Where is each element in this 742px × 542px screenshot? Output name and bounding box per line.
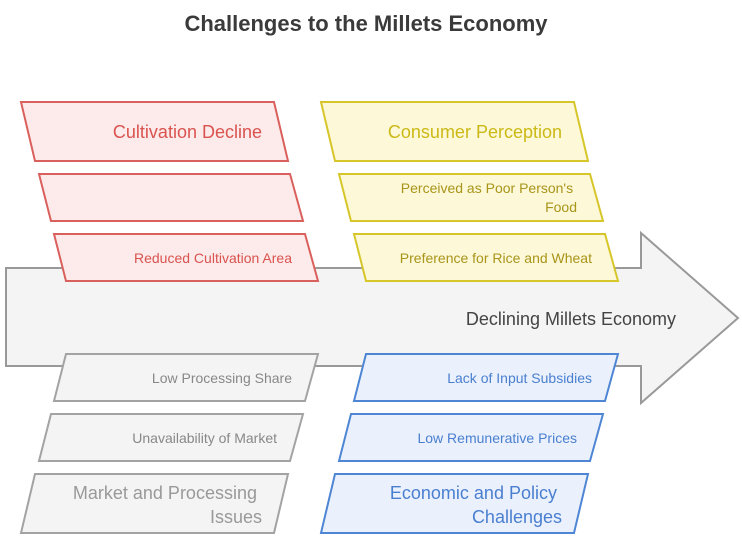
cause-box	[337, 173, 605, 222]
cause-label: Low Remunerative Prices	[417, 430, 577, 446]
category-label-line: Challenges	[472, 507, 562, 527]
spine-label: Declining Millets Economy	[466, 309, 676, 329]
cause-box	[52, 353, 320, 402]
category-box	[319, 473, 590, 534]
cause-label: Low Processing Share	[152, 370, 292, 386]
cause-label: Reduced Cultivation Area	[134, 250, 292, 266]
category-box	[19, 473, 290, 534]
diagram-title: Challenges to the Millets Economy	[184, 11, 548, 36]
cause-box	[352, 353, 620, 402]
cause-label: Unavailability of Market	[132, 430, 277, 446]
category-economic-policy: Lack of Input Subsidies Low Remunerative…	[319, 353, 620, 534]
category-label-line: Issues	[210, 507, 262, 527]
cause-box	[52, 233, 320, 282]
category-label: Cultivation Decline	[113, 122, 262, 142]
category-box	[319, 101, 590, 162]
cause-box	[337, 413, 605, 462]
cause-label-line: Perceived as Poor Person's	[401, 180, 573, 196]
cause-label: Perceived as Poor Person's Food	[401, 180, 577, 215]
cause-label: Preference for Rice and Wheat	[400, 250, 592, 266]
category-consumer-perception: Consumer Perception Perceived as Poor Pe…	[319, 101, 620, 282]
cause-box	[352, 233, 620, 282]
category-label: Consumer Perception	[388, 122, 562, 142]
category-cultivation-decline: Cultivation Decline Reduced Cultivation …	[19, 101, 320, 282]
category-label-line: Economic and Policy	[390, 483, 557, 503]
category-label: Economic and Policy Challenges	[390, 483, 562, 527]
cause-box	[37, 413, 305, 462]
category-label: Market and Processing Issues	[73, 483, 262, 527]
cause-label: Lack of Input Subsidies	[447, 370, 592, 386]
cause-box-empty	[37, 173, 305, 222]
category-market-processing: Low Processing Share Unavailability of M…	[19, 353, 320, 534]
category-box	[19, 101, 290, 162]
cause-label-line: Food	[545, 199, 577, 215]
category-label-line: Market and Processing	[73, 483, 257, 503]
